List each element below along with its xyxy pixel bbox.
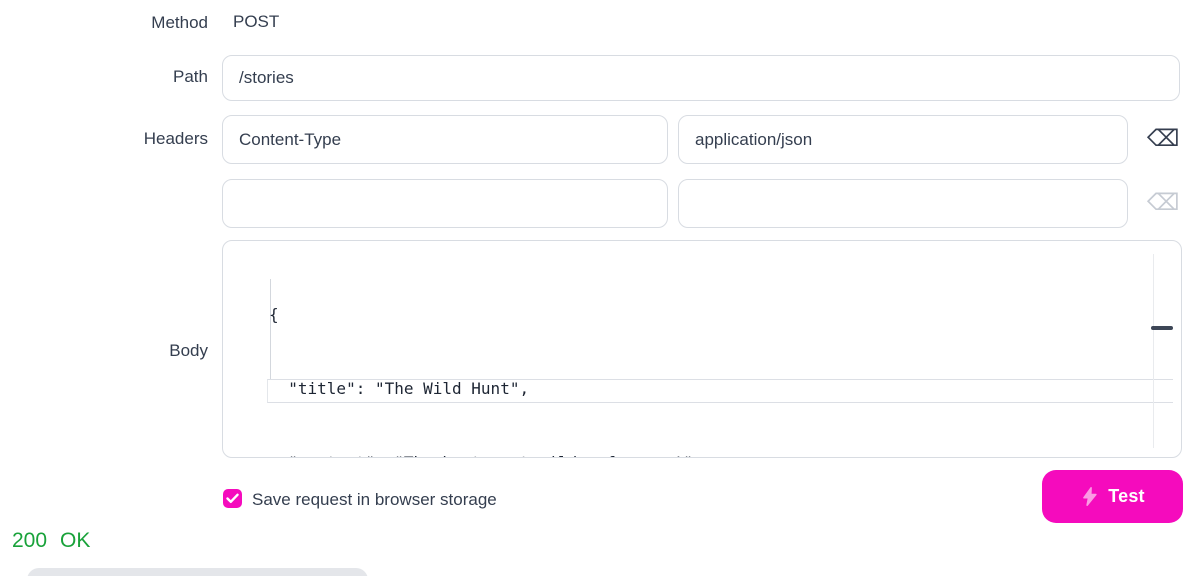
indent-guide — [270, 279, 271, 379]
header-key-input-1[interactable] — [222, 115, 668, 164]
editor-scroll-thumb[interactable] — [1151, 326, 1173, 330]
check-icon — [226, 493, 239, 503]
headers-label: Headers — [143, 129, 208, 148]
status-text: OK — [60, 529, 91, 552]
path-label: Path — [173, 67, 208, 86]
header-value-input-1[interactable] — [678, 115, 1128, 164]
editor-scroll-track — [1153, 254, 1154, 448]
body-code-line: { — [269, 305, 279, 325]
response-status: 200 OK — [12, 529, 90, 553]
test-button-label: Test — [1108, 486, 1145, 506]
status-code: 200 — [12, 529, 48, 552]
lightning-bolt-icon — [1083, 486, 1097, 506]
delete-header-icon-2[interactable]: ⌫ — [1147, 190, 1180, 216]
body-code-line: "title": "The Wild Hunt", — [269, 378, 530, 398]
save-request-checkbox[interactable] — [223, 489, 242, 508]
body-code-content: { "title": "The Wild Hunt", "content": "… — [269, 254, 702, 457]
delete-header-icon-1[interactable]: ⌫ — [1147, 126, 1180, 152]
save-request-label: Save request in browser storage — [252, 490, 497, 509]
body-code-editor[interactable]: { "title": "The Wild Hunt", "content": "… — [222, 240, 1182, 458]
test-button[interactable]: Test — [1042, 470, 1183, 523]
header-value-input-2[interactable] — [678, 179, 1128, 228]
response-body-pill — [27, 568, 368, 576]
body-code-line: "content": "The hunt went wild — forever… — [269, 451, 702, 457]
method-value: POST — [233, 12, 280, 31]
path-input[interactable] — [222, 55, 1180, 101]
method-label: Method — [151, 13, 208, 32]
body-label: Body — [169, 341, 208, 360]
active-line-highlight — [267, 379, 1173, 403]
header-key-input-2[interactable] — [222, 179, 668, 228]
